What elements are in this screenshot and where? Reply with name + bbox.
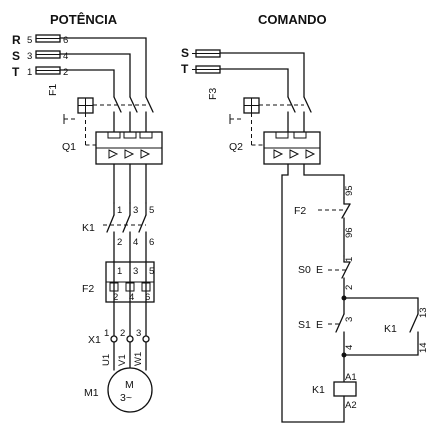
start-button-s1: [328, 297, 345, 356]
x1-number-1: 1: [104, 328, 109, 339]
command-wire-s: [219, 52, 305, 98]
command-phase-label-t: T: [181, 62, 189, 76]
motor-terminal-u1: U1: [101, 354, 112, 366]
s1-terminal-3: 3: [344, 317, 355, 322]
f2-terminal-3: 3: [133, 266, 138, 277]
coil-k1: [333, 381, 357, 397]
k1-terminal-2: 2: [117, 237, 122, 248]
wire-l1: [59, 37, 147, 98]
coil-terminal-a1: A1: [345, 372, 357, 383]
command-supply-wire: [303, 163, 345, 199]
relay-f2-nc-contact: [318, 197, 351, 257]
wire-l2: [59, 53, 131, 98]
f2-terminal-1: 1: [117, 266, 122, 277]
coil-k1-label: K1: [312, 384, 325, 396]
motor-symbol-m: M: [125, 379, 134, 391]
command-wire-t: [219, 68, 289, 98]
s0-terminal-1: 1: [344, 257, 355, 262]
k1-terminal-6: 6: [149, 237, 154, 248]
power-circuit: R S T 5 6 3 4 1 2 F1: [12, 33, 163, 413]
motor-terminal-v1: V1: [117, 354, 128, 366]
fuse-group-label: F1: [47, 84, 59, 96]
breaker-q2-contacts: [287, 96, 312, 133]
fuse-t-out-terminal: 2: [63, 67, 68, 78]
phase-label-r: R: [12, 33, 21, 47]
f2-terminal-5: 5: [149, 266, 154, 277]
breaker-q2-label: Q2: [229, 141, 243, 153]
phase-label-t: T: [12, 65, 20, 79]
f2-contact-terminal-95: 95: [344, 185, 355, 196]
coil-terminal-a2: A2: [345, 400, 357, 411]
f2-terminal-6: 6: [145, 292, 150, 303]
command-return-wire: [281, 163, 345, 423]
motor-symbol-3phase: 3~: [120, 392, 132, 404]
fuse-t-in-terminal: 1: [27, 67, 32, 78]
f2-terminal-4: 4: [129, 292, 134, 303]
fuse-r-in-terminal: 5: [27, 35, 32, 46]
terminal-x1-3: [142, 335, 150, 343]
contactor-k1-main-contacts: [103, 202, 147, 263]
start-button-actuator: E: [316, 319, 323, 331]
fuse-f3-label: F3: [207, 88, 219, 100]
f2-contact-terminal-96: 96: [344, 227, 355, 238]
x1-number-3: 3: [136, 328, 141, 339]
stop-button-s0: [328, 255, 351, 299]
breaker-q1-contacts: [113, 96, 154, 133]
relay-f2-contact-label: F2: [294, 205, 306, 217]
stop-button-label: S0: [298, 264, 311, 276]
contactor-k1-label: K1: [82, 222, 95, 234]
fuse-s-out-terminal: 4: [63, 51, 68, 62]
command-circuit: S T F3 Q2: [181, 46, 429, 423]
s1-terminal-4: 4: [344, 345, 355, 350]
s0-terminal-2: 2: [344, 285, 355, 290]
x1-number-2: 2: [120, 328, 125, 339]
motor-terminal-w1: W1: [133, 352, 144, 366]
wire-l3: [59, 69, 115, 98]
f2-terminal-2: 2: [113, 292, 118, 303]
phase-label-s: S: [12, 49, 20, 63]
seal-terminal-13: 13: [418, 307, 429, 318]
seal-terminal-14: 14: [418, 342, 429, 353]
k1-terminal-4: 4: [133, 237, 138, 248]
k1-terminal-5: 5: [149, 205, 154, 216]
power-title: POTÊNCIA: [50, 12, 118, 27]
seal-in-contact-label: K1: [384, 323, 397, 335]
thermal-relay-f2-label: F2: [82, 283, 94, 295]
terminal-x1-1: [110, 335, 118, 343]
fuse-r-out-terminal: 6: [63, 35, 68, 46]
terminal-x1-label: X1: [88, 334, 101, 346]
seal-in-contact-k1: [343, 297, 419, 356]
fuse-s-in-terminal: 3: [27, 51, 32, 62]
terminal-x1-2: [126, 335, 134, 343]
k1-terminal-3: 3: [133, 205, 138, 216]
motor-m1-label: M1: [84, 387, 99, 399]
k1-terminal-1: 1: [117, 205, 122, 216]
command-phase-label-s: S: [181, 46, 189, 60]
motor-m1: [107, 367, 153, 413]
command-title: COMANDO: [258, 12, 327, 27]
start-button-label: S1: [298, 319, 311, 331]
breaker-q1-label: Q1: [62, 141, 76, 153]
stop-button-actuator: E: [316, 264, 323, 276]
